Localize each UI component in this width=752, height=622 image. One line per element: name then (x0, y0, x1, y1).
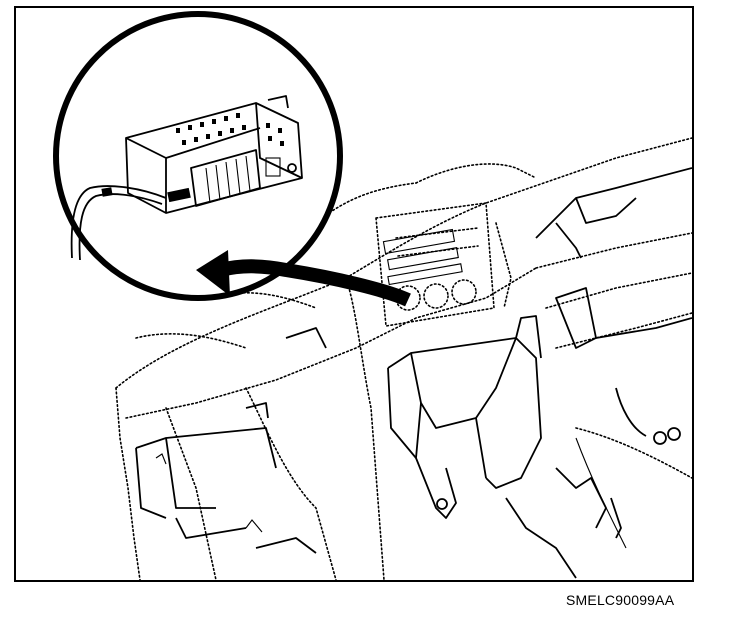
left-structure (135, 327, 327, 554)
support-bracket (387, 315, 542, 519)
dashboard-outline (115, 137, 692, 580)
dashboard-illustration (53, 11, 692, 580)
callout-magnifier (53, 11, 343, 301)
right-structure (505, 167, 692, 579)
center-console (375, 202, 512, 327)
radio-unit (125, 95, 303, 214)
figure-code: SMELC90099AA (566, 592, 675, 608)
wiring-harness (70, 185, 167, 261)
vent-holes (176, 113, 284, 146)
removal-arrow (196, 250, 411, 307)
diagram-frame (14, 6, 694, 582)
